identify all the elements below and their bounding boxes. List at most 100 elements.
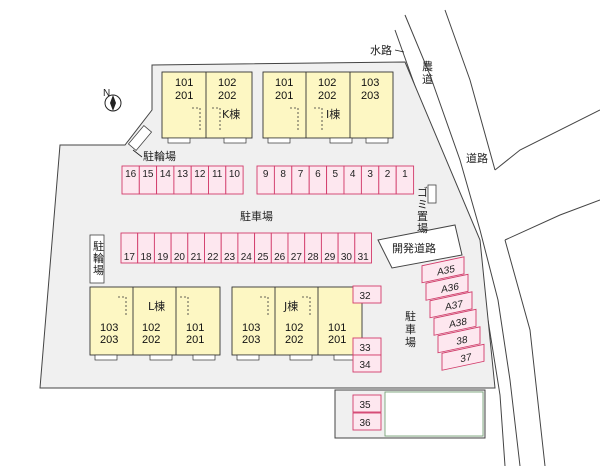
I-unit-201: 201: [275, 90, 293, 102]
stall-18: 18: [137, 232, 155, 264]
stall-A37-label: A37: [445, 299, 463, 314]
stall-38: 38: [437, 326, 481, 354]
stall-5-label: 5: [333, 169, 339, 180]
road-label: 道路: [466, 151, 488, 165]
stall-17: 17: [120, 232, 139, 264]
water-label: 水路: [370, 44, 392, 57]
stall-11: 11: [208, 165, 227, 195]
stall-23-label: 23: [224, 252, 236, 263]
stall-12: 12: [190, 165, 209, 195]
stall-27-label: 27: [291, 252, 303, 263]
L-unit-103: 103: [100, 322, 118, 334]
K-unit-201: 201: [175, 90, 193, 102]
compass-icon: [104, 94, 122, 112]
L-unit-203: 203: [100, 334, 118, 346]
stall-22: 22: [204, 232, 222, 264]
J-unit-103: 103: [242, 322, 260, 334]
farm-road-label-1: 農道: [422, 59, 433, 86]
stall-8: 8: [273, 165, 293, 195]
J-unit-202: 202: [285, 334, 303, 346]
building-J: J棟 103 203 102 202 101 201: [231, 286, 363, 361]
stall-14: 14: [156, 165, 175, 195]
building-K: 101 201 102 202 K棟: [161, 71, 253, 144]
K-unit-202: 202: [218, 90, 236, 102]
parking-right-label: 駐車場: [405, 309, 416, 349]
stall-13-label: 13: [177, 169, 189, 180]
stall-37: 37: [441, 343, 485, 371]
stall-32: 32: [352, 285, 382, 304]
J-unit-201: 201: [328, 334, 346, 346]
J-unit-101: 101: [328, 322, 346, 334]
stall-33-label: 33: [359, 343, 371, 354]
K-unit-101: 101: [175, 77, 193, 89]
bicycle-top-label: 駐輪場: [143, 149, 176, 163]
stall-30: 30: [337, 232, 356, 264]
stall-4-label: 4: [350, 169, 356, 180]
stall-9-label: 9: [263, 169, 269, 180]
stall-9: 9: [256, 165, 275, 195]
stall-6: 6: [308, 165, 328, 195]
stall-19-label: 19: [157, 252, 169, 263]
L-unit-202: 202: [142, 334, 160, 346]
dev-road-label: 開発道路: [392, 241, 436, 255]
stall-7-label: 7: [298, 169, 304, 180]
bicycle-shed-left: [89, 234, 105, 284]
stall-30-label: 30: [341, 252, 353, 263]
stall-6-label: 6: [315, 169, 321, 180]
stall-8-label: 8: [280, 169, 286, 180]
garbage-box: [427, 184, 437, 204]
stall-36: 36: [352, 412, 382, 431]
stall-31: 31: [354, 232, 372, 264]
I-unit-101: 101: [275, 77, 293, 89]
stall-15-label: 15: [142, 169, 154, 180]
stall-10: 10: [225, 165, 244, 195]
stall-25-label: 25: [257, 252, 269, 263]
stall-A35-label: A35: [437, 264, 455, 279]
stall-20: 20: [170, 232, 189, 264]
stall-15: 15: [138, 165, 158, 195]
stall-13: 13: [173, 165, 192, 195]
stall-32-label: 32: [359, 291, 371, 302]
stall-23: 23: [220, 232, 239, 264]
stall-2: 2: [378, 165, 397, 195]
bicycle-left-label: 駐輪場: [93, 239, 104, 277]
L-unit-201: 201: [186, 334, 204, 346]
stall-20-label: 20: [174, 252, 186, 263]
road-edge-1: [404, 14, 521, 466]
stall-24: 24: [237, 232, 256, 264]
stall-27: 27: [287, 232, 306, 264]
stall-21: 21: [187, 232, 205, 264]
L-unit-102: 102: [142, 322, 160, 334]
stall-A35: A35: [421, 256, 465, 284]
road-edge-2: [444, 9, 496, 171]
compass-label: N: [103, 88, 110, 99]
stall-31-label: 31: [358, 252, 370, 263]
stall-28-label: 28: [307, 252, 319, 263]
dev-road: [377, 224, 463, 269]
stall-26: 26: [270, 232, 289, 264]
stall-2-label: 2: [385, 169, 391, 180]
stall-A36: A36: [425, 273, 469, 301]
J-unit-102: 102: [285, 322, 303, 334]
stall-29-label: 29: [324, 252, 336, 263]
stall-A36-label: A36: [441, 281, 459, 296]
K-label: K棟: [222, 107, 240, 121]
stall-36-label: 36: [359, 418, 371, 429]
stall-3-label: 3: [367, 169, 373, 180]
stall-16-label: 16: [125, 169, 137, 180]
stall-5: 5: [326, 165, 345, 195]
stall-7: 7: [291, 165, 310, 195]
stall-25: 25: [254, 232, 272, 264]
stall-17-label: 17: [124, 252, 136, 263]
I-unit-203: 203: [361, 90, 379, 102]
stall-16: 16: [121, 165, 140, 195]
building-L: L棟 103 203 102 202 101 201: [89, 286, 221, 361]
stall-34: 34: [352, 354, 382, 373]
stall-29: 29: [320, 232, 339, 264]
stall-37-label: 37: [460, 352, 471, 365]
building-I: 101 201 102 202 103 203 I棟: [262, 71, 394, 144]
stall-3: 3: [360, 165, 380, 195]
bicycle-top-pointer: [132, 149, 143, 158]
I-unit-103: 103: [361, 77, 379, 89]
